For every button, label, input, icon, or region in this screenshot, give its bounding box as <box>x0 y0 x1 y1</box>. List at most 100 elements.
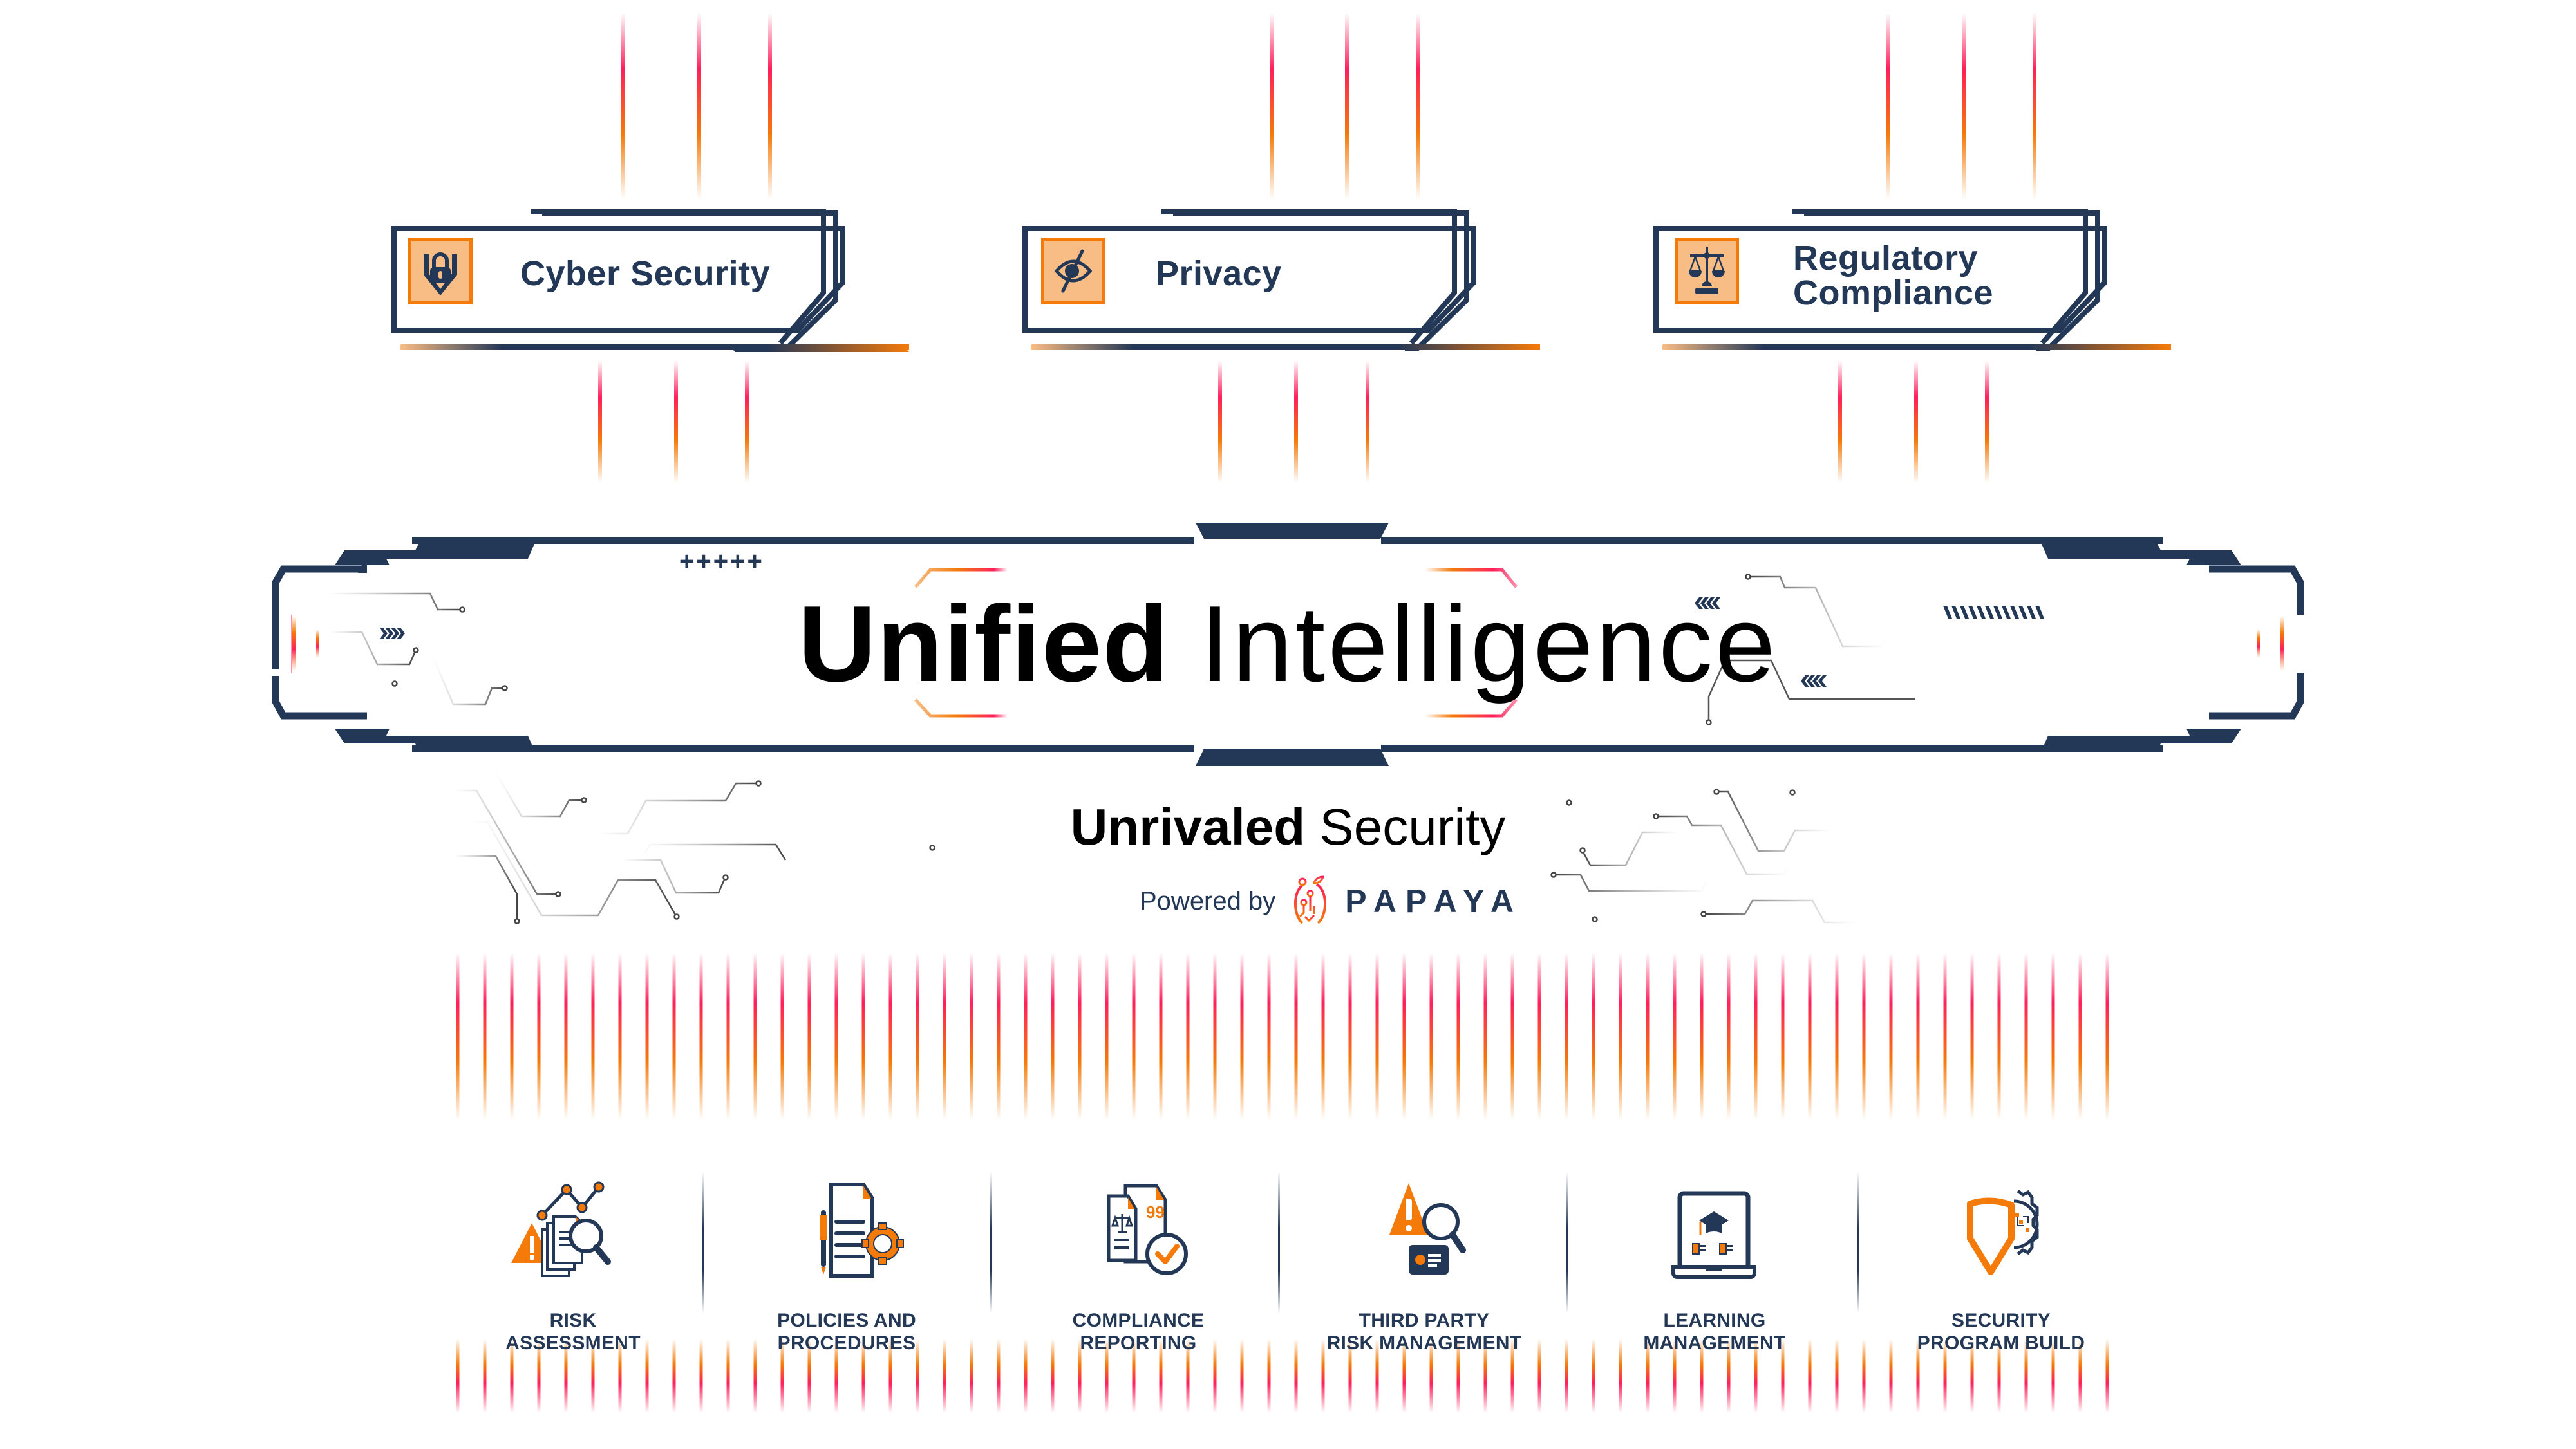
service-label-line2: REPORTING <box>1080 1332 1197 1354</box>
glow-line <box>697 13 701 200</box>
glow-line <box>1537 953 1541 1120</box>
glow-line <box>1024 953 1028 1120</box>
glow-line <box>537 1339 541 1413</box>
glow-line <box>1592 953 1595 1120</box>
service-third-party-risk-management: THIRD PARTY RISK MANAGEMENT <box>1295 1172 1553 1354</box>
glow-line <box>1700 1339 1704 1413</box>
glow-line <box>1862 1339 1866 1413</box>
subtitle-light: Security <box>1319 798 1506 855</box>
glow-line <box>1186 953 1190 1120</box>
glow-line <box>861 1339 865 1413</box>
glow-line <box>645 1339 649 1413</box>
glow-line <box>1510 953 1514 1120</box>
banner-circuits <box>327 574 1915 725</box>
glow-line <box>2051 953 2055 1120</box>
glow-line <box>2033 13 2036 200</box>
glow-lines-group <box>456 13 2109 1413</box>
third-party-risk-icon <box>1389 1183 1466 1275</box>
glow-line <box>807 1339 811 1413</box>
glow-line <box>1416 13 1420 200</box>
glow-line <box>943 953 946 1120</box>
glow-line <box>1889 953 1893 1120</box>
glow-line <box>888 1339 892 1413</box>
glow-line <box>970 1339 973 1413</box>
glow-line <box>2051 1339 2055 1413</box>
glow-line <box>672 953 676 1120</box>
pillar-icon-box-privacy <box>1041 238 1105 304</box>
pillar-title-line2: Compliance <box>1793 274 1994 312</box>
glow-line <box>1943 953 1947 1120</box>
glow-line <box>456 953 460 1120</box>
pillar-title-line1: Regulatory <box>1793 239 1979 277</box>
service-risk-assessment: RISK ASSESSMENT <box>444 1172 702 1354</box>
compliance-report-check-icon: 99 <box>1107 1184 1188 1275</box>
glow-line <box>834 953 838 1120</box>
glow-line <box>645 953 649 1120</box>
glow-line <box>1646 953 1650 1120</box>
service-label: SECURITY PROGRAM BUILD <box>1872 1309 2130 1354</box>
glow-line <box>1862 953 1866 1120</box>
glow-line <box>1051 953 1055 1120</box>
glow-line <box>1916 1339 1920 1413</box>
glow-line <box>916 1339 919 1413</box>
glow-line <box>1429 953 1433 1120</box>
service-label-line2: ASSESSMENT <box>505 1332 641 1354</box>
chevrons-left-icon <box>1695 597 1827 687</box>
service-learning-management: LEARNING MANAGEMENT <box>1586 1172 1843 1354</box>
glow-line <box>1727 1339 1731 1413</box>
glow-line <box>1483 953 1487 1120</box>
separator <box>1566 1172 1568 1313</box>
glow-line <box>1510 1339 1514 1413</box>
hatch-stripe <box>1968 606 1977 619</box>
glow-line <box>1159 1339 1163 1413</box>
glow-line <box>1345 13 1349 200</box>
brand-name: PAPAYA <box>1345 883 1523 919</box>
glow-line <box>537 953 541 1120</box>
glow-line <box>1565 1339 1568 1413</box>
papaya-logo-icon <box>1294 875 1327 924</box>
glow-line <box>591 1339 595 1413</box>
glow-line <box>1321 953 1325 1120</box>
hero-title: Unified Intelligence <box>0 579 2576 708</box>
glow-line <box>1985 360 1989 483</box>
glow-line <box>1213 1339 1217 1413</box>
glow-line <box>1838 360 1842 483</box>
hatch-stripe <box>2010 606 2019 619</box>
glow-line <box>1962 13 1966 200</box>
separator <box>1278 1172 1280 1313</box>
service-label-line2: PROGRAM BUILD <box>1917 1332 2085 1354</box>
service-compliance-reporting: 99 COMPLIANCE REPORTING <box>1010 1172 1267 1354</box>
pillar-frame-privacy <box>1022 209 1540 351</box>
glow-line <box>1159 953 1163 1120</box>
hatch-stripe <box>2002 606 2011 619</box>
glow-line <box>564 953 568 1120</box>
glow-line <box>1619 1339 1622 1413</box>
glow-line <box>1294 953 1298 1120</box>
separator <box>990 1172 992 1313</box>
separator <box>1857 1172 1859 1313</box>
glow-line <box>1754 1339 1758 1413</box>
glow-line <box>1537 1339 1541 1413</box>
glow-line <box>1051 1339 1055 1413</box>
glow-line <box>1348 953 1352 1120</box>
hero-title-bold: Unified <box>798 583 1169 704</box>
glow-line <box>1105 1339 1109 1413</box>
hatch-stripe <box>1985 606 1994 619</box>
service-label-line1: COMPLIANCE <box>1072 1310 1205 1331</box>
glow-line <box>1456 953 1460 1120</box>
eye-slash-icon <box>1054 249 1093 293</box>
service-label: THIRD PARTY RISK MANAGEMENT <box>1295 1309 1553 1354</box>
glow-line <box>618 1339 622 1413</box>
service-label-line2: PROCEDURES <box>777 1332 916 1354</box>
policy-document-gear-icon <box>820 1183 904 1278</box>
shield-lock-icon <box>424 252 457 295</box>
glow-line <box>1270 13 1274 200</box>
glow-line <box>2105 953 2109 1120</box>
glow-line <box>1348 1339 1352 1413</box>
glow-line <box>726 953 730 1120</box>
pillar-title-regulatory-compliance: Regulatory Compliance <box>1793 241 1993 310</box>
glow-line <box>1673 1339 1677 1413</box>
pillar-icon-box-cyber-security <box>408 238 473 304</box>
glow-line <box>1781 1339 1785 1413</box>
